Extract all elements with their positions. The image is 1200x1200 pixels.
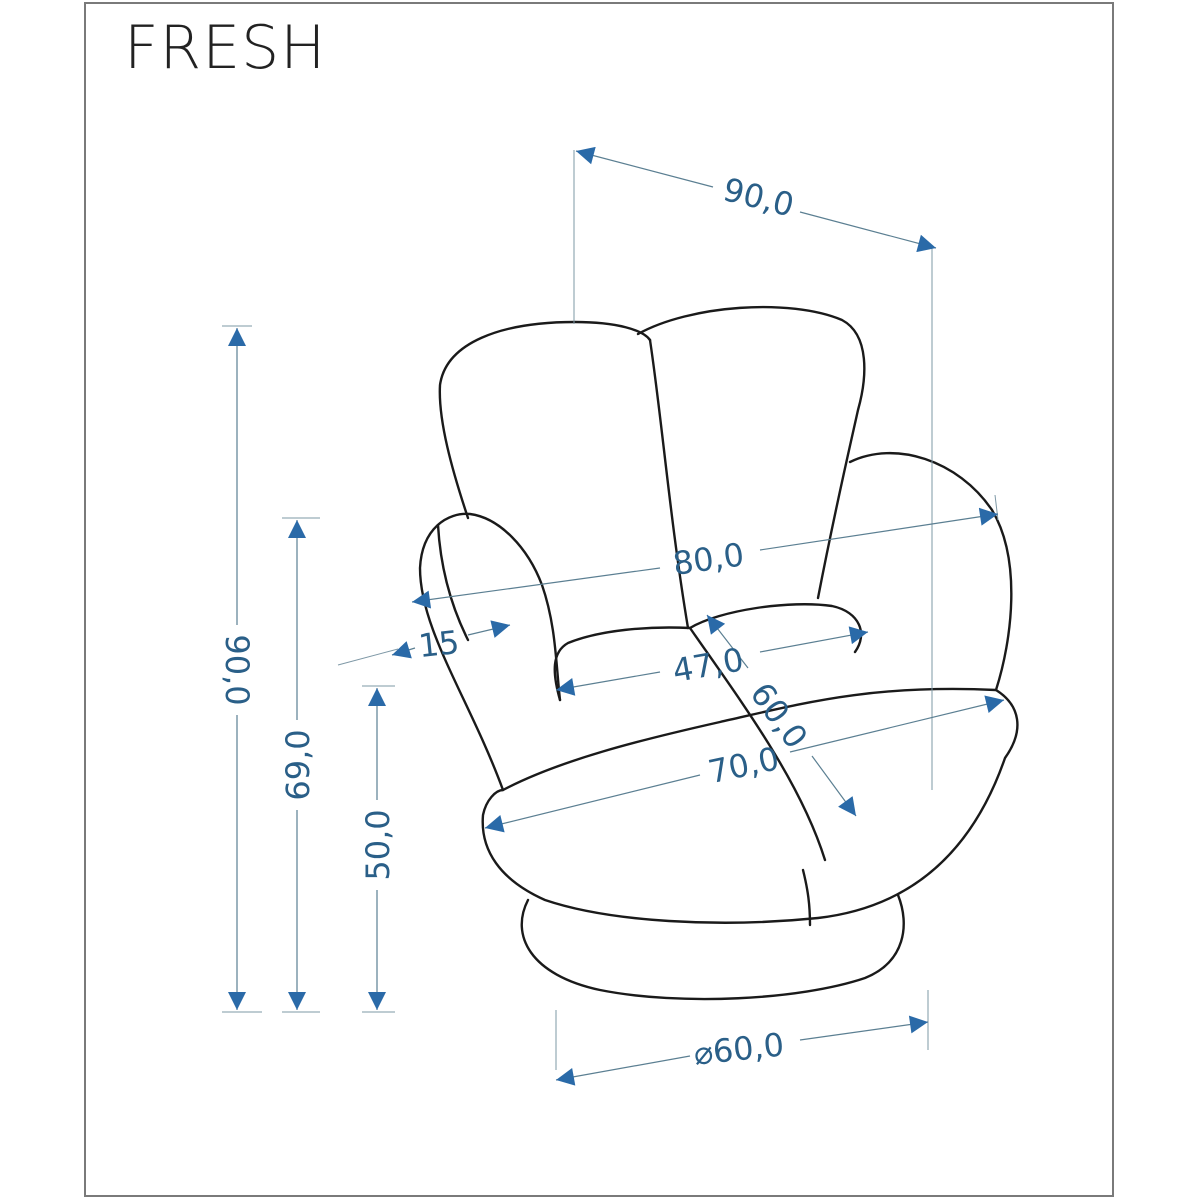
chair-front — [481, 687, 1019, 924]
seat-cushion-left — [553, 626, 692, 702]
dim-line-overall-width — [575, 146, 714, 188]
extension-lines — [222, 150, 999, 1070]
armrest-left-inner — [436, 523, 470, 642]
product-title: FRESH — [124, 13, 327, 83]
drawing-frame — [84, 2, 1114, 1197]
label-seat-width: 47,0 — [670, 640, 747, 690]
dim-line-inner-width — [411, 567, 661, 609]
label-front-width: 70,0 — [705, 739, 783, 791]
dim-line-seat-depth — [706, 614, 749, 669]
dim-line-front-width — [484, 774, 701, 833]
label-base-diameter: ⌀60,0 — [692, 1025, 786, 1072]
backrest-left — [438, 320, 652, 520]
dimension-lines — [228, 146, 1005, 1086]
front-seam — [801, 868, 812, 927]
backrest-right — [636, 305, 866, 600]
label-inner-width: 80,0 — [671, 535, 747, 583]
chair-base — [520, 893, 905, 1001]
armrest-right — [848, 451, 1013, 692]
label-armrest-height: 69,0 — [279, 729, 317, 800]
label-overall-height: 90,0 — [218, 634, 256, 705]
dim-line-armrest-width — [391, 641, 416, 659]
chair-outline — [418, 305, 1019, 1001]
dimension-labels: 90,0 90,0 69,0 50,0 80,0 15 47,0 60,0 70… — [218, 170, 815, 1072]
label-armrest-width: 15 — [417, 623, 461, 665]
dim-line-seat-width — [555, 671, 661, 696]
dim-line-base-diameter — [555, 1055, 691, 1086]
seat-seam — [688, 626, 827, 862]
label-overall-width: 90,0 — [719, 170, 797, 224]
armrest-left-outer — [418, 512, 562, 792]
label-seat-height: 50,0 — [359, 809, 397, 880]
backrest-seam — [648, 338, 690, 630]
